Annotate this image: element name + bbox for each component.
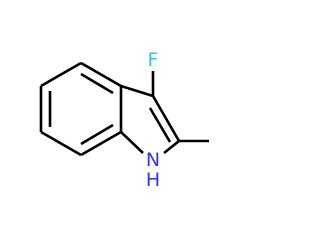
- bond-c3a-c4: [80, 61, 122, 88]
- bond-c6-c7: [40, 130, 82, 157]
- molecule-structure: F N H: [39, 49, 209, 191]
- bond-c3a-c3: [120, 84, 154, 98]
- bond-c2-n1: [163, 139, 180, 155]
- bond-c3-c2: [151, 95, 181, 142]
- bond-n1-c7a: [120, 131, 144, 154]
- benzene-ring: [39, 61, 123, 157]
- nitrogen-label: N: [146, 149, 160, 171]
- double-bond-c3a-c4-inner: [80, 72, 114, 95]
- bond-c4-c5: [40, 61, 82, 88]
- double-bond-c3-c2-inner: [148, 107, 172, 143]
- fluorine-label: F: [148, 49, 159, 71]
- pyrrole-ring: [120, 84, 181, 155]
- double-bond-c7-c7a-inner: [80, 123, 114, 146]
- bond-c7-c7a: [80, 130, 122, 157]
- hydrogen-label: H: [146, 169, 160, 191]
